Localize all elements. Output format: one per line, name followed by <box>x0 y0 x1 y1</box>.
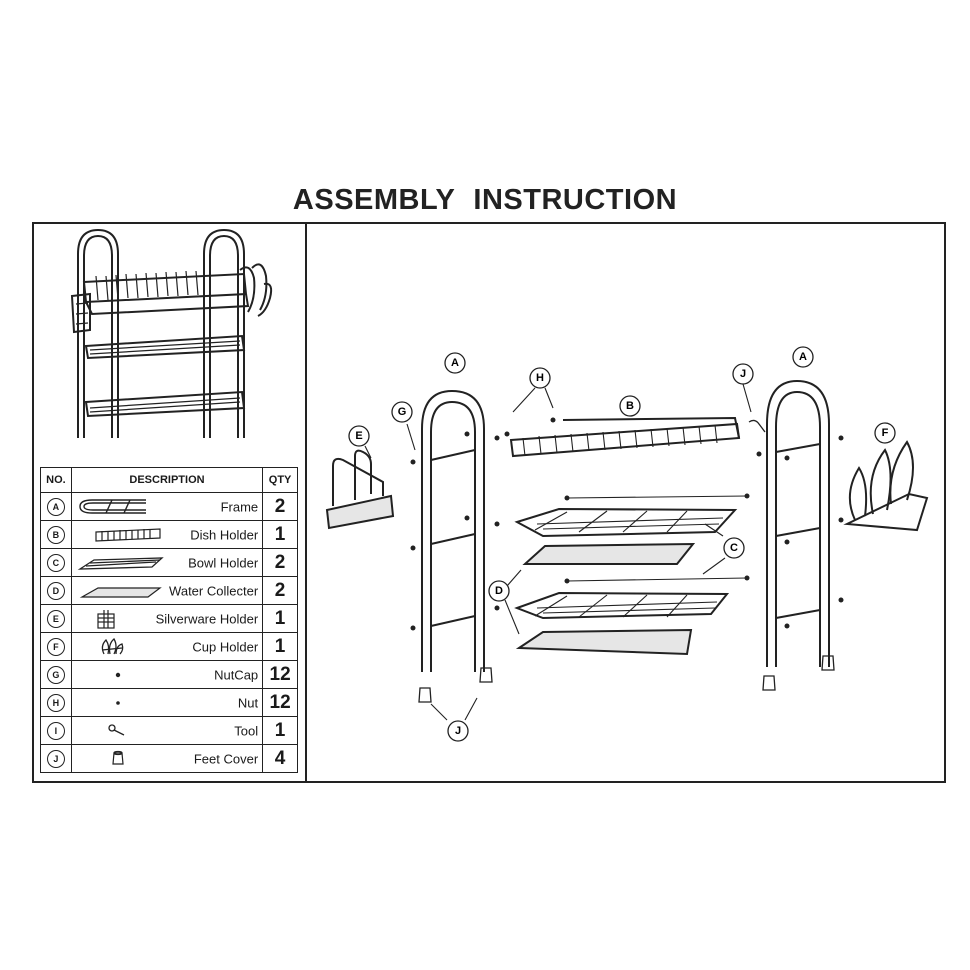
svg-text:B: B <box>626 400 634 412</box>
part-letter-badge: C <box>46 554 65 572</box>
part-description: Bowl Holder <box>188 555 259 570</box>
svg-text:F: F <box>882 427 889 439</box>
callout-f: F <box>874 422 896 444</box>
silverware-holder <box>325 494 395 530</box>
part-letter-badge: G <box>46 666 65 684</box>
feet-cover-icon <box>112 750 124 765</box>
callout-j-top: J <box>732 363 754 385</box>
feet-cover-right-2 <box>821 655 835 671</box>
exploded-assembly-diagram: A A B C D E F G <box>325 346 929 742</box>
water-collector-icon <box>79 587 162 598</box>
part-quantity: 1 <box>262 716 298 745</box>
part-description: Cup Holder <box>192 639 259 654</box>
part-quantity: 1 <box>262 604 298 633</box>
parts-table: NO. DESCRIPTION QTY A Frame 2 B Dish Hol… <box>40 467 298 773</box>
part-letter-badge: E <box>46 610 65 628</box>
nut-icon <box>116 701 120 705</box>
callout-a-right: A <box>792 346 814 368</box>
cup-holder <box>843 492 929 532</box>
dish-holder-icon <box>95 528 161 542</box>
header-qty: QTY <box>262 467 298 493</box>
bowl-holder-upper <box>514 507 738 538</box>
part-quantity: 1 <box>262 520 298 549</box>
callout-g: G <box>391 401 413 423</box>
callout-a-left: A <box>444 352 466 374</box>
callout-h: H <box>529 367 551 389</box>
parts-table-header: NO. DESCRIPTION QTY <box>40 467 298 493</box>
part-letter-badge: D <box>46 582 65 600</box>
part-letter-badge: A <box>46 498 65 516</box>
bowl-holder-lower <box>514 591 730 620</box>
part-quantity: 4 <box>262 744 298 773</box>
part-description: Silverware Holder <box>155 611 259 626</box>
svg-text:A: A <box>451 357 459 369</box>
part-description: Nut <box>237 695 259 710</box>
part-quantity: 2 <box>262 492 298 521</box>
part-description: Water Collecter <box>169 583 259 598</box>
part-description: Feet Cover <box>193 751 259 766</box>
svg-text:J: J <box>740 368 746 380</box>
part-letter-badge: B <box>46 526 65 544</box>
table-row: B Dish Holder 1 <box>40 520 298 549</box>
part-letter-badge: F <box>46 638 65 656</box>
panel-divider <box>305 222 307 783</box>
svg-text:J: J <box>455 725 461 737</box>
right-frame <box>766 379 830 667</box>
feet-cover-left-1 <box>418 687 432 703</box>
instruction-frame <box>32 222 946 783</box>
callout-b: B <box>619 395 641 417</box>
callout-j-bottom: J <box>447 720 469 742</box>
callout-d: D <box>488 580 510 602</box>
part-description: Frame <box>220 499 259 514</box>
part-quantity: 2 <box>262 576 298 605</box>
table-row: I Tool 1 <box>40 716 298 745</box>
part-quantity: 2 <box>262 548 298 577</box>
part-letter-badge: H <box>46 694 65 712</box>
page-title: ASSEMBLY INSTRUCTION <box>292 184 678 216</box>
table-row: H Nut 12 <box>40 688 298 717</box>
part-letter-badge: I <box>46 722 65 740</box>
table-row: F Cup Holder 1 <box>40 632 298 661</box>
table-row: G NutCap 12 <box>40 660 298 689</box>
cup-holder-icon <box>101 638 124 655</box>
svg-text:G: G <box>398 406 407 418</box>
part-description: Dish Holder <box>190 527 259 542</box>
callout-e: E <box>348 425 370 447</box>
part-letter-badge: J <box>46 750 65 768</box>
part-quantity: 1 <box>262 632 298 661</box>
part-quantity: 12 <box>262 660 298 689</box>
table-row: D Water Collecter 2 <box>40 576 298 605</box>
table-row: J Feet Cover 4 <box>40 744 298 773</box>
water-collector-lower <box>515 628 693 656</box>
table-row: A Frame 2 <box>40 492 298 521</box>
part-description: Tool <box>234 723 259 738</box>
svg-text:E: E <box>355 430 362 442</box>
nutcap-icon <box>115 672 121 678</box>
bowl-holder-icon <box>77 557 164 570</box>
svg-text:C: C <box>730 542 738 554</box>
left-frame <box>421 389 485 672</box>
header-description: DESCRIPTION <box>70 467 264 493</box>
svg-text:A: A <box>799 351 807 363</box>
assembled-rack-illustration <box>70 228 273 438</box>
svg-text:D: D <box>495 585 503 597</box>
callout-c: C <box>723 537 745 559</box>
silverware-holder-icon <box>97 610 115 629</box>
feet-cover-right-1 <box>762 675 776 691</box>
dish-holder <box>509 422 741 458</box>
tool-icon <box>108 724 125 736</box>
frame-icon <box>79 499 146 514</box>
header-no: NO. <box>40 467 72 493</box>
part-quantity: 12 <box>262 688 298 717</box>
table-row: C Bowl Holder 2 <box>40 548 298 577</box>
water-collector-upper <box>522 542 696 565</box>
svg-text:H: H <box>536 372 544 384</box>
part-description: NutCap <box>214 667 259 682</box>
table-row: E Silverware Holder 1 <box>40 604 298 633</box>
feet-cover-left-2 <box>479 667 493 683</box>
